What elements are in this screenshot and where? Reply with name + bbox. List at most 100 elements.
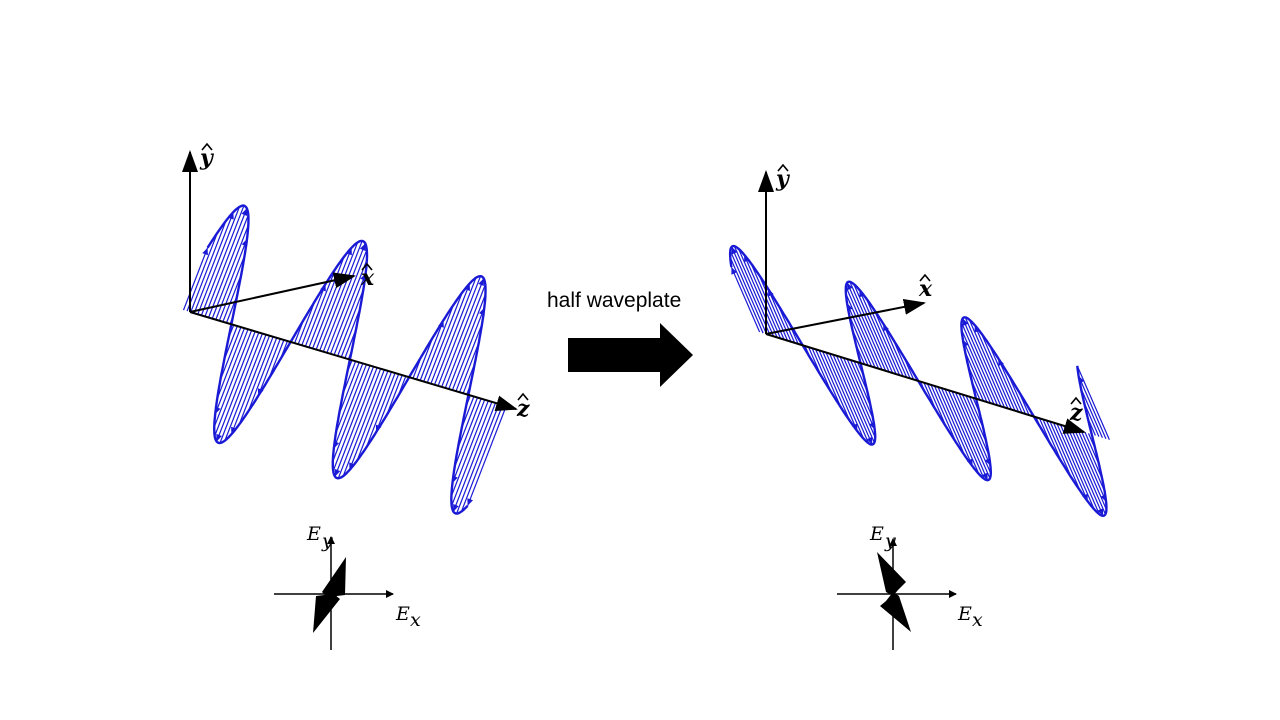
field-vector-line <box>337 368 382 479</box>
field-vector-line <box>850 359 872 407</box>
field-vector-line <box>940 387 980 475</box>
field-vector-line <box>450 400 489 497</box>
field-vector-line <box>846 358 874 420</box>
field-vector-line <box>930 384 957 443</box>
field-vector-line <box>218 255 246 321</box>
field-vector-line <box>460 404 504 512</box>
field-vector-line <box>219 333 263 444</box>
field-vector-line <box>836 355 875 443</box>
field-vector-line <box>204 208 248 317</box>
field-vector-line <box>964 317 1006 408</box>
right-polarization-arrow-down <box>880 592 911 632</box>
field-vector-line <box>455 323 483 392</box>
field-vector-arrowhead <box>731 267 737 275</box>
right-wave-curve <box>728 244 1108 518</box>
field-vector-line <box>849 281 890 373</box>
field-vector-line <box>337 289 364 357</box>
field-vector-line <box>213 330 253 428</box>
field-vector-line <box>1045 420 1072 478</box>
right-x-axis-label: x <box>918 273 933 302</box>
field-vector-line <box>853 283 894 374</box>
field-vector-line <box>961 394 990 456</box>
svg-text:x: x <box>918 276 933 302</box>
field-vector-line <box>216 332 260 442</box>
field-vector-line <box>457 397 479 449</box>
left-x-axis-label: x <box>360 262 375 291</box>
field-vector-line <box>340 308 361 358</box>
field-vector-line <box>451 399 486 484</box>
field-vector-line <box>301 283 327 346</box>
field-vector-line <box>1049 421 1081 491</box>
field-vector-line <box>882 323 908 378</box>
field-vector-line <box>865 298 901 376</box>
field-vector-arrowhead <box>982 472 988 481</box>
field-vector-line <box>848 315 873 367</box>
field-vector-line <box>815 349 842 408</box>
field-vector-line <box>247 337 278 412</box>
field-vector-line <box>1063 425 1104 517</box>
field-vector-line <box>962 318 1002 407</box>
field-vector-line <box>214 329 249 415</box>
field-vector-line <box>1080 430 1103 480</box>
right-y-axis-label: y <box>775 163 791 192</box>
left-diagram: y x z E y E x <box>182 142 530 650</box>
field-vector-line <box>988 344 1020 413</box>
field-vector-line <box>965 395 987 443</box>
field-vector-line <box>731 246 771 336</box>
field-vector-line <box>193 211 234 314</box>
field-vector-line <box>319 240 363 351</box>
field-vector-line <box>1078 375 1107 440</box>
field-vector-line <box>933 385 966 456</box>
right-z-axis-label: z <box>1069 396 1083 426</box>
right-ex-label: E x <box>957 603 983 631</box>
field-vector-line <box>845 286 883 371</box>
svg-text:y: y <box>199 145 215 171</box>
field-vector-line <box>297 300 316 345</box>
svg-text:z: z <box>1069 400 1083 426</box>
svg-text:x: x <box>972 609 983 631</box>
left-ex-label: E x <box>395 603 421 631</box>
svg-text:E: E <box>306 523 321 545</box>
field-vector-line <box>365 372 396 448</box>
field-vector-arrowhead <box>359 243 366 251</box>
field-vector-line <box>208 214 249 318</box>
field-vector-line <box>238 336 274 425</box>
field-vector-arrowhead <box>478 278 484 286</box>
field-vector-line <box>954 392 992 474</box>
field-vector-line <box>444 284 486 389</box>
field-vector-line <box>216 327 245 399</box>
field-vector-line <box>843 357 876 430</box>
field-vector-line <box>818 350 851 421</box>
left-y-axis-label: y <box>199 142 215 171</box>
field-vector-line <box>459 342 480 393</box>
field-vector-line <box>322 243 366 352</box>
field-vector-line <box>211 225 249 319</box>
waveplate-caption: half waveplate <box>547 289 681 312</box>
field-vector-line <box>332 366 375 472</box>
field-vector-line <box>743 254 782 339</box>
field-vector-line <box>333 273 367 356</box>
field-vector-line <box>846 282 887 372</box>
field-vector-arrowhead <box>467 498 473 506</box>
svg-text:x: x <box>360 265 375 291</box>
field-vector-line <box>832 354 873 445</box>
right-wave-hatching <box>729 245 1110 517</box>
field-vector-arrowhead <box>453 504 459 512</box>
field-vector-arrowhead <box>866 436 873 445</box>
field-vector-line <box>433 277 477 386</box>
field-vector-arrowhead <box>731 246 738 255</box>
field-vector-line <box>750 263 785 340</box>
field-vector-line <box>454 398 482 468</box>
field-vector-line <box>200 205 245 316</box>
field-vector-line <box>730 266 761 333</box>
field-vector-line <box>329 259 368 355</box>
svg-text:y: y <box>775 166 791 192</box>
right-polarization-plot: E y E x <box>837 523 983 650</box>
field-vector-line <box>334 367 378 477</box>
field-vector-line <box>738 248 778 338</box>
left-polarization-arrow-down <box>313 592 340 633</box>
right-diagram: y x z E y E x <box>728 163 1110 650</box>
svg-text:x: x <box>410 609 421 631</box>
field-vector-line <box>182 247 209 311</box>
